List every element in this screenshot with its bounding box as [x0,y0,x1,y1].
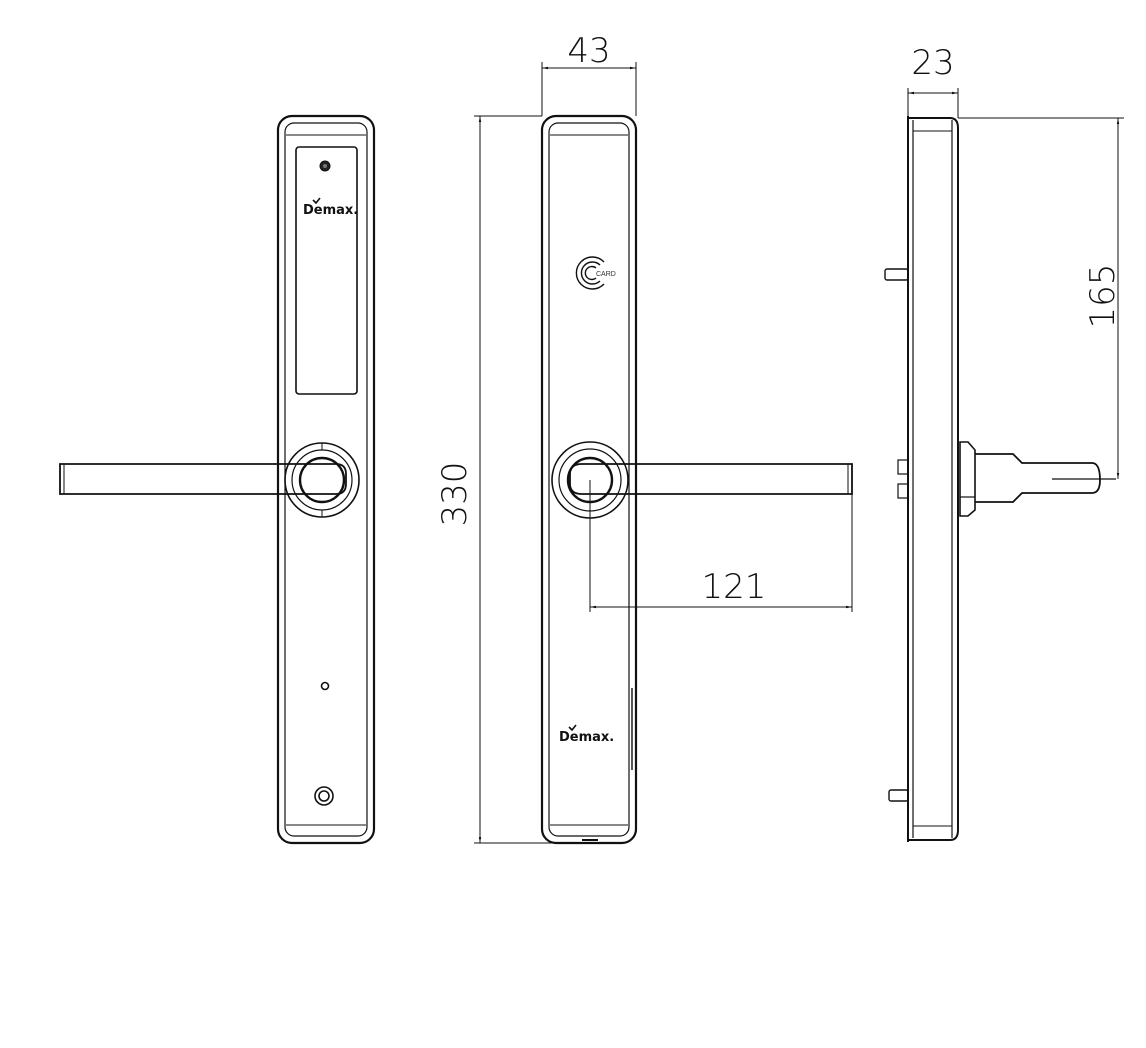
front-indicator-hole [320,681,330,691]
dimension-height-label: 330 [435,462,475,527]
card-label: CARD [596,271,616,278]
front-plate-inner [284,122,368,837]
side-rose-profile [959,441,976,517]
back-view: CARD Demax. [540,114,853,845]
dimension-width: 43 [541,31,637,116]
dimension-height: 330 [435,115,560,844]
front-display-window [295,146,358,395]
side-clip-top [897,459,909,475]
logo-leaf-icon [312,197,321,205]
front-keyhole-icon [314,786,334,806]
side-mounting-stud-top [884,268,909,281]
dimension-depth: 23 [907,43,959,118]
front-brand-logo: Demax. [303,203,358,218]
side-mounting-stud-bottom [888,789,909,802]
side-body [908,117,959,841]
dimension-handle-length: 121 [589,480,853,612]
back-plate-outer [540,114,638,845]
back-plate-inner [548,122,630,837]
side-lever-profile [975,453,1101,503]
back-lever-handle [569,463,853,495]
back-brand-logo: Demax. [559,730,614,745]
front-lever-handle [59,463,347,495]
dimension-handle-length-label: 121 [702,567,767,607]
front-plate-outer [276,114,376,845]
front-camera-lens [323,164,327,168]
front-rose-outer [284,442,360,518]
side-view [884,116,1116,842]
card-reader-icon: CARD [575,256,616,290]
front-view: Demax. [59,114,376,845]
side-clip-bottom [897,483,909,499]
logo-leaf-icon [568,724,577,732]
front-rose-inner [298,456,346,504]
dimension-depth-label: 23 [911,43,954,83]
dimension-width-label: 43 [567,31,610,71]
dimension-spindle-height: 165 [958,117,1124,479]
dimension-spindle-height-label: 165 [1083,264,1123,329]
